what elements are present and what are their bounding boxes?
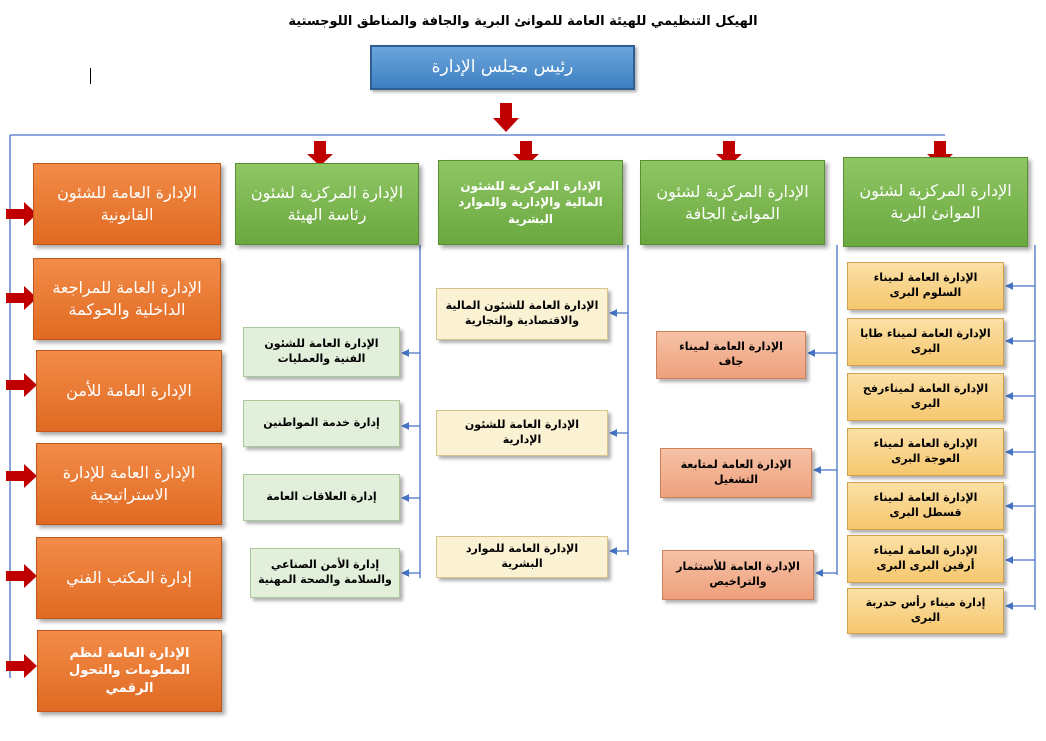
red-arrow-tech-office <box>6 564 37 588</box>
red-arrow-chairman <box>493 103 519 132</box>
chairman-box: رئيس مجلس الإدارة <box>370 45 635 90</box>
land-port-ras-hadraba: إدارة ميناء رأس حدربة البرى <box>847 588 1004 634</box>
red-arrow-audit <box>6 286 37 310</box>
red-arrow-presidency <box>307 141 333 166</box>
finance-administrative: الإدارة العامة للشئون الإدارية <box>436 410 608 456</box>
central-dry-ports: الإدارة المركزية لشئون الموانئ الجافة <box>640 160 825 245</box>
land-port-taba: الإدارة العامة لميناء طابا البرى <box>847 318 1004 366</box>
general-tech-office: إدارة المكتب الفني <box>36 537 222 619</box>
land-port-qustul: الإدارة العامة لميناء قسطل البرى <box>847 482 1004 530</box>
central-finance-hr: الإدارة المركزية للشئون المالية والإداري… <box>438 160 623 245</box>
dry-investment-licensing: الإدارة العامة للأستثمار والتراخيص <box>662 550 814 600</box>
general-it: الإدارة العامة لنظم المعلومات والتحول ال… <box>37 630 222 712</box>
red-arrow-security <box>6 373 37 397</box>
dry-port-general: الإدارة العامة لميناء جاف <box>656 331 806 379</box>
presidency-technical-ops: الإدارة العامة للشئون الفنية والعمليات <box>243 327 400 377</box>
general-strategy: الإدارة العامة للإدارة الاستراتيجية <box>36 443 222 525</box>
land-port-auja: الإدارة العامة لميناء العوجة البرى <box>847 428 1004 476</box>
dry-operations-monitoring: الإدارة العامة لمتابعة التشغيل <box>660 448 812 498</box>
land-port-salloum: الإدارة العامة لميناء السلوم البرى <box>847 262 1004 310</box>
general-security: الإدارة العامة للأمن <box>36 350 222 432</box>
presidency-industrial-safety: إدارة الأمن الصناعي والسلامة والصحة المه… <box>250 548 400 598</box>
red-arrow-finance <box>513 141 539 166</box>
red-arrow-it <box>6 654 37 678</box>
text-cursor <box>90 68 91 84</box>
central-land-ports: الإدارة المركزية لشئون الموانئ البرية <box>843 157 1028 247</box>
red-arrow-dry <box>716 141 742 166</box>
land-port-arqin: الإدارة العامة لميناء أرقين البرى البرى <box>847 535 1004 583</box>
general-audit: الإدارة العامة للمراجعة الداخلية والحوكم… <box>33 258 221 340</box>
presidency-public-relations: إدارة العلاقات العامة <box>243 474 400 521</box>
finance-human-resources: الإدارة العامة للموارد البشرية <box>436 536 608 578</box>
presidency-citizen-service: إدارة خدمة المواطنين <box>243 400 400 447</box>
red-arrow-strategy <box>6 464 37 488</box>
red-arrow-legal <box>6 202 37 226</box>
finance-economic-commercial: الإدارة العامة للشئون المالية والاقتصادي… <box>436 288 608 340</box>
central-presidency: الإدارة المركزية لشئون رئاسة الهيئة <box>235 163 419 245</box>
general-legal: الإدارة العامة للشئون القانونية <box>33 163 221 245</box>
diagram-title: الهيكل التنظيمي للهيئة العامة للموانئ ال… <box>288 14 758 29</box>
land-port-rafah: الإدارة العامة لميناءرفح البرى <box>847 373 1004 421</box>
